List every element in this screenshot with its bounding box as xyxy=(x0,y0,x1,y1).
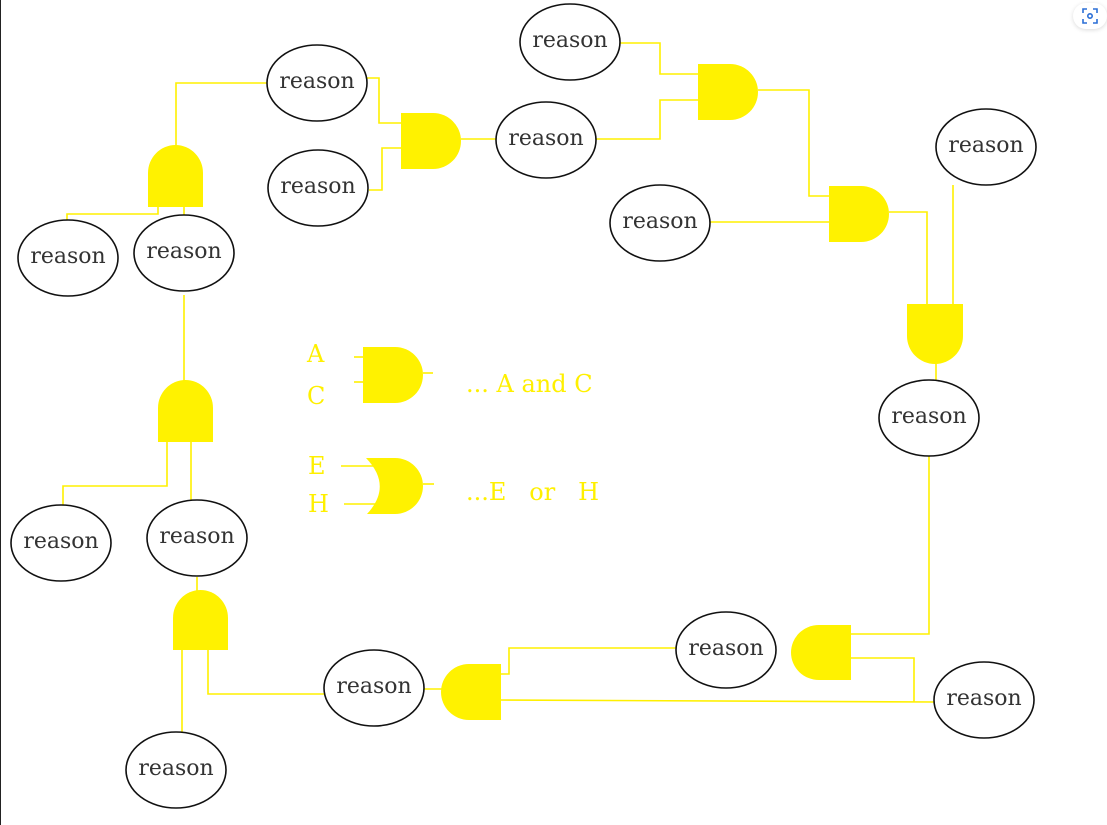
reason-node: reason xyxy=(133,214,235,292)
node-label: reason xyxy=(30,244,105,269)
and-gate xyxy=(791,625,851,680)
node-ellipse xyxy=(266,44,368,122)
node-label: reason xyxy=(688,636,763,661)
node-label: reason xyxy=(891,404,966,429)
node-ellipse xyxy=(323,649,425,727)
and-gate xyxy=(829,186,889,242)
node-ellipse xyxy=(519,3,621,81)
node-ellipse xyxy=(495,101,597,179)
node-ellipse xyxy=(878,379,980,457)
node-ellipse xyxy=(609,184,711,262)
and-gate xyxy=(698,64,758,120)
reason-node: reason xyxy=(267,149,369,227)
node-ellipse xyxy=(17,219,119,297)
reason-node: reason xyxy=(323,649,425,727)
reason-node: reason xyxy=(266,44,368,122)
legend-or-gate xyxy=(366,458,423,514)
node-label: reason xyxy=(532,28,607,53)
node-label: reason xyxy=(622,209,697,234)
and-gate xyxy=(907,304,963,364)
and-gate xyxy=(148,145,203,207)
node-label: reason xyxy=(279,69,354,94)
legend-or-input-e: E xyxy=(308,452,326,480)
legend-and-input-c: C xyxy=(307,382,325,410)
and-gate xyxy=(441,664,501,720)
and-gate xyxy=(173,590,228,650)
legend-or-input-h: H xyxy=(308,490,329,518)
reason-node: reason xyxy=(933,661,1035,739)
node-ellipse xyxy=(133,214,235,292)
node-label: reason xyxy=(138,756,213,781)
node-ellipse xyxy=(125,731,227,809)
node-label: reason xyxy=(948,133,1023,158)
reason-node: reason xyxy=(878,379,980,457)
legend: A C ... A and C E H ...E or H xyxy=(306,340,599,518)
node-label: reason xyxy=(23,529,98,554)
reason-node: reason xyxy=(609,184,711,262)
legend-or-text: ...E or H xyxy=(466,478,599,506)
screenshot-scan-button[interactable] xyxy=(1073,3,1107,29)
node-label: reason xyxy=(508,126,583,151)
node-label: reason xyxy=(159,524,234,549)
node-ellipse xyxy=(10,504,112,582)
reason-node: reason xyxy=(10,504,112,582)
legend-and-text: ... A and C xyxy=(466,370,593,398)
node-ellipse xyxy=(146,499,248,577)
reason-node: reason xyxy=(146,499,248,577)
node-ellipse xyxy=(675,611,777,689)
node-ellipse xyxy=(933,661,1035,739)
node-label: reason xyxy=(146,239,221,264)
and-gate xyxy=(158,380,213,442)
reason-node: reason xyxy=(935,108,1037,186)
reason-node: reason xyxy=(125,731,227,809)
reason-node: reason xyxy=(495,101,597,179)
wires xyxy=(62,42,954,732)
node-label: reason xyxy=(946,686,1021,711)
node-ellipse xyxy=(267,149,369,227)
scan-icon xyxy=(1082,8,1098,24)
node-ellipse xyxy=(935,108,1037,186)
node-label: reason xyxy=(336,674,411,699)
gates xyxy=(148,64,963,720)
nodes: reason reason reason reason reason reason reas… xyxy=(10,3,1037,809)
reason-node: reason xyxy=(675,611,777,689)
legend-and-input-a: A xyxy=(306,340,325,368)
legend-and-gate xyxy=(363,347,423,403)
reason-node: reason xyxy=(519,3,621,81)
reason-node: reason xyxy=(17,219,119,297)
and-gate xyxy=(401,113,461,169)
node-label: reason xyxy=(280,174,355,199)
